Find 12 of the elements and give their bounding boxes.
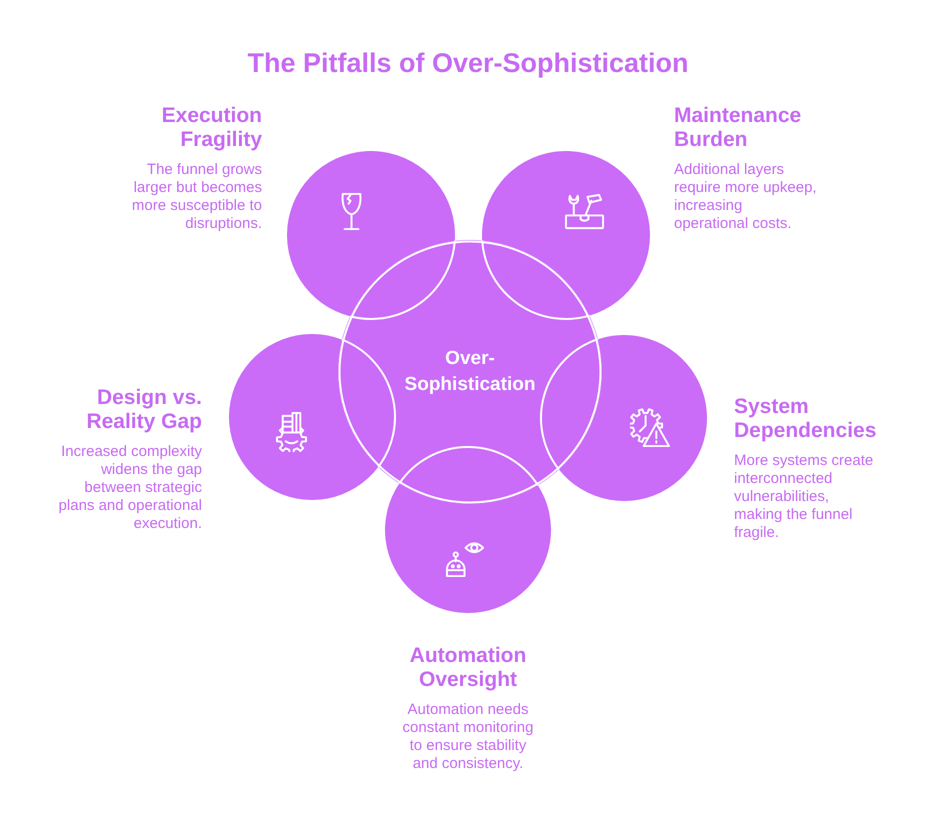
topic-heading: Maintenance Burden — [674, 104, 802, 152]
topic-description: More systems create interconnected vulnerabilities, making the funnel fragile. — [734, 452, 874, 542]
topic-heading: Design vs. Reality Gap — [85, 386, 202, 434]
topic-heading: Execution Fragility — [160, 104, 262, 152]
topic-description: Increased complexity widens the gap between strategic plans and operational execution. — [58, 443, 202, 533]
hub-title: Over-Sophistication — [404, 347, 536, 397]
topic-description: Additional layers require more upkeep, increasing operational costs. — [674, 161, 818, 233]
topic-heading: Automation Oversight — [408, 644, 528, 692]
topic-description: The funnel grows larger but becomes more susceptible to disruptions. — [130, 161, 262, 233]
diagram-title: The Pitfalls of Over-Sophistication — [246, 48, 690, 79]
topic-heading: System Dependencies — [734, 395, 876, 443]
topic-description: Automation needs constant monitoring to ensure stability and consistency. — [402, 701, 534, 773]
